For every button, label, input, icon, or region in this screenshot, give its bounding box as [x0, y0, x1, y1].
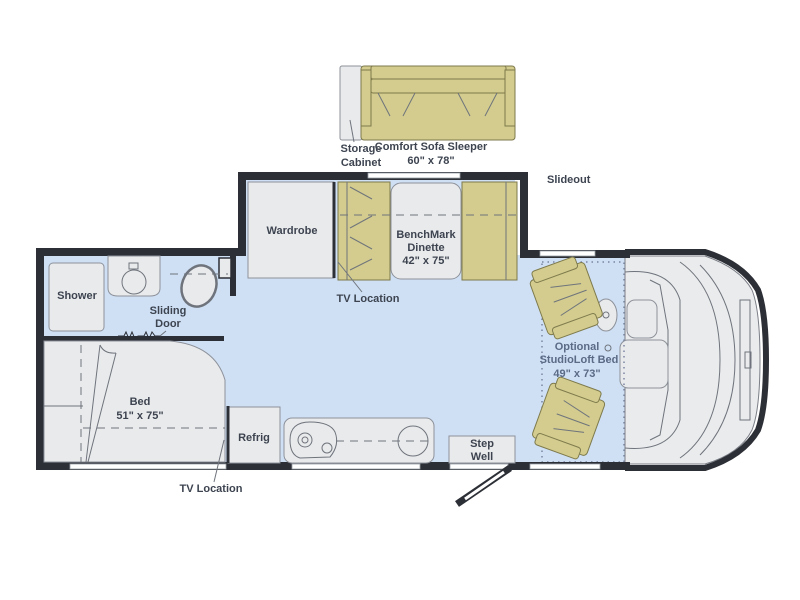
studioloft-label: Optional [555, 341, 600, 353]
sliding-door-label-2: Door [155, 318, 181, 330]
sink [107, 255, 161, 297]
sliding-door[interactable] [118, 330, 160, 341]
sliding-door-label: Sliding [150, 305, 187, 317]
window [69, 463, 227, 470]
galley-counter [283, 417, 435, 464]
refrigerator-label: Refrig [238, 432, 270, 444]
window [449, 463, 509, 470]
slideout-label: Slideout [547, 174, 591, 186]
comfort-sofa-sleeper [349, 65, 516, 143]
storage-cabinet-label: Storage [341, 143, 382, 155]
shower [48, 262, 105, 332]
window [291, 463, 421, 470]
toilet [180, 264, 218, 308]
studioloft-bed-area [541, 261, 625, 463]
step-well-label-2: Well [471, 451, 493, 463]
dinette-label: BenchMark [396, 229, 456, 241]
window [539, 250, 596, 257]
entry-door[interactable] [455, 465, 512, 507]
tv-location-label-top: TV Location [337, 293, 400, 305]
passenger-seat [619, 339, 669, 389]
stove [289, 421, 338, 459]
swivel-chair-top [529, 256, 603, 340]
studioloft-size: 49" x 73" [553, 368, 600, 380]
sofa-sleeper-label: Comfort Sofa Sleeper [375, 141, 488, 153]
shower-label: Shower [57, 290, 97, 302]
window [529, 463, 601, 470]
storage-cabinet-label-2: Cabinet [341, 157, 382, 169]
tv-location-label-bottom: TV Location [180, 483, 243, 495]
benchmark-dinette [337, 181, 518, 293]
sofa-sleeper-size: 60" x 78" [407, 155, 454, 167]
step-well-label: Step [470, 438, 494, 450]
bed-size: 51" x 75" [116, 410, 163, 422]
studioloft-label-2: StudioLoft Bed [540, 354, 619, 366]
driver-seat [626, 299, 658, 339]
wardrobe [247, 181, 335, 279]
cab [594, 249, 770, 471]
swivel-chair-bottom [532, 376, 606, 460]
bed [43, 340, 226, 463]
dinette-label-2: Dinette [407, 242, 444, 254]
storage-cabinet [339, 65, 363, 141]
window [367, 172, 461, 179]
step-well [448, 435, 516, 464]
refrigerator [227, 406, 281, 464]
wardrobe-label: Wardrobe [267, 225, 318, 237]
bed-label: Bed [130, 396, 151, 408]
dinette-size: 42" x 75" [402, 255, 449, 267]
